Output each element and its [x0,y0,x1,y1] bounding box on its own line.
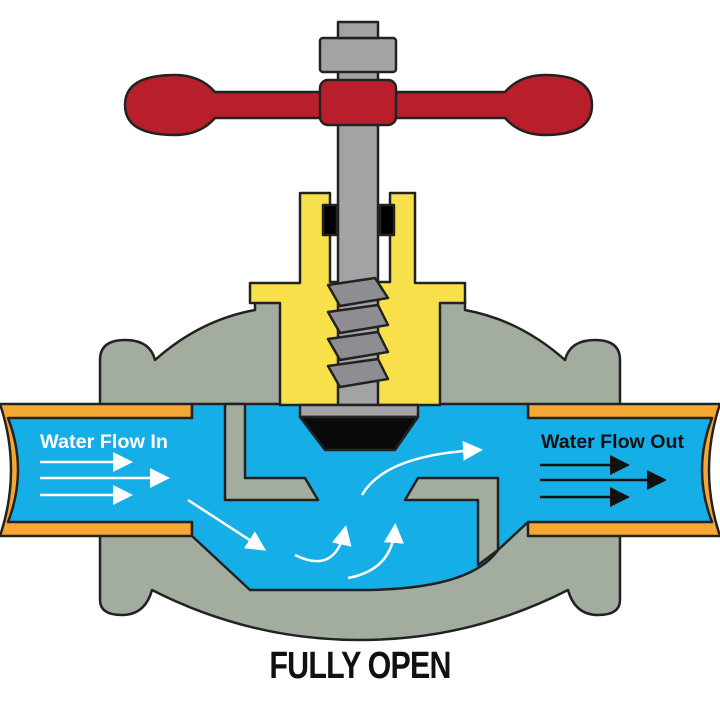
packing-left [321,203,339,237]
stem-threads [326,276,390,389]
inlet-label: Water Flow In [40,432,168,453]
stem-nut [318,36,398,74]
outlet-label: Water Flow Out [541,432,685,453]
flow-arrows-white [40,440,483,580]
handle-hub [318,78,398,127]
left-partition [223,402,320,502]
valve-state-title: FULLY OPEN [269,645,451,687]
right-partition [403,476,500,567]
valve-disc [298,415,420,452]
disc-plate [298,403,420,419]
flow-arrows-dark [540,455,667,507]
packing-right [378,203,396,237]
stem-tip [336,20,380,40]
water-chamber [6,402,714,592]
